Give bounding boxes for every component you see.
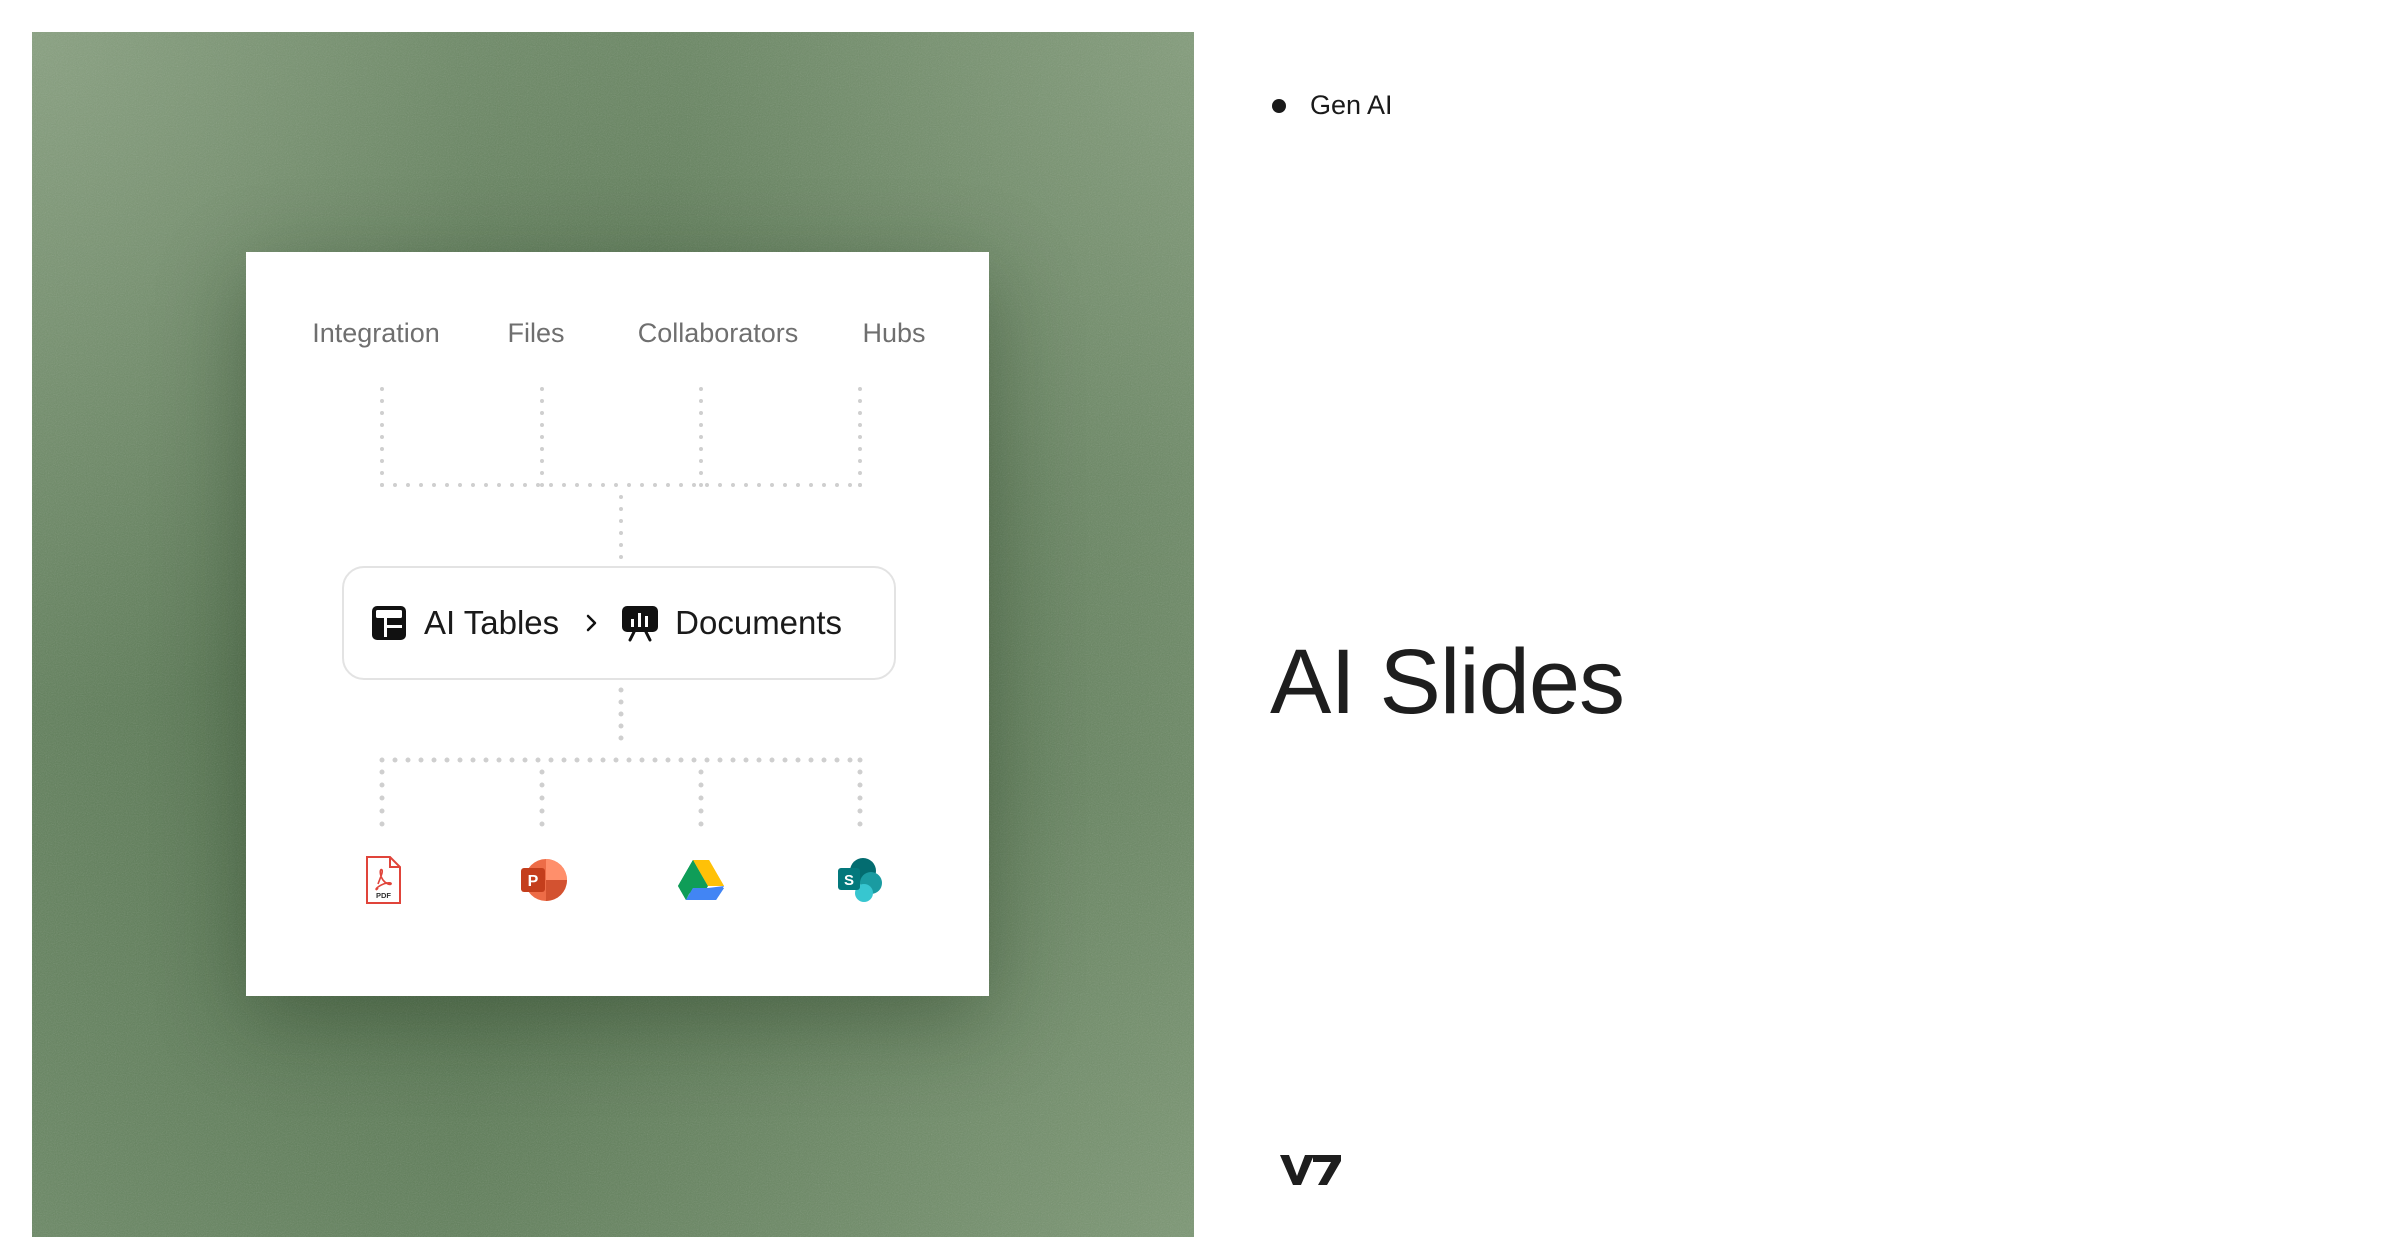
powerpoint-icon-letter: P	[528, 873, 539, 890]
pill-right-label: Documents	[675, 604, 843, 641]
v7-logo[interactable]	[1280, 1152, 1342, 1186]
top-stem-dots	[619, 495, 623, 559]
presentation-icon	[621, 604, 659, 642]
category-tag: Gen AI	[1272, 90, 1393, 121]
google-drive-icon	[675, 854, 727, 906]
pdf-icon: PDF	[356, 854, 408, 906]
connector-lines	[379, 387, 863, 827]
table-icon	[370, 604, 408, 642]
column-label-hubs: Hubs	[862, 318, 926, 348]
column-label-files: Files	[507, 318, 565, 348]
powerpoint-icon: P	[516, 854, 568, 906]
bottom-connector-dots	[379, 769, 863, 827]
category-tag-label: Gen AI	[1310, 90, 1393, 120]
sharepoint-icon-letter: S	[844, 872, 854, 889]
bullet-dot-icon	[1272, 98, 1286, 113]
page-title: AI Slides	[1270, 631, 1625, 733]
pdf-icon-label: PDF	[376, 891, 391, 900]
bottom-stem-dots	[618, 687, 624, 741]
integration-diagram-card: Integration Files Collaborators Hubs AI …	[246, 252, 989, 996]
top-horizontal-dots	[380, 483, 862, 487]
chevron-right-icon	[585, 613, 599, 633]
column-label-collaborators: Collaborators	[637, 318, 799, 348]
column-label-integration: Integration	[312, 318, 440, 348]
workflow-pill: AI Tables Documents	[342, 566, 896, 680]
sharepoint-icon: S	[834, 854, 886, 906]
top-connector-dots	[380, 387, 862, 487]
bottom-horizontal-dots	[379, 757, 863, 763]
hero-image: Integration Files Collaborators Hubs AI …	[32, 32, 1194, 1237]
pill-left-label: AI Tables	[424, 604, 560, 641]
